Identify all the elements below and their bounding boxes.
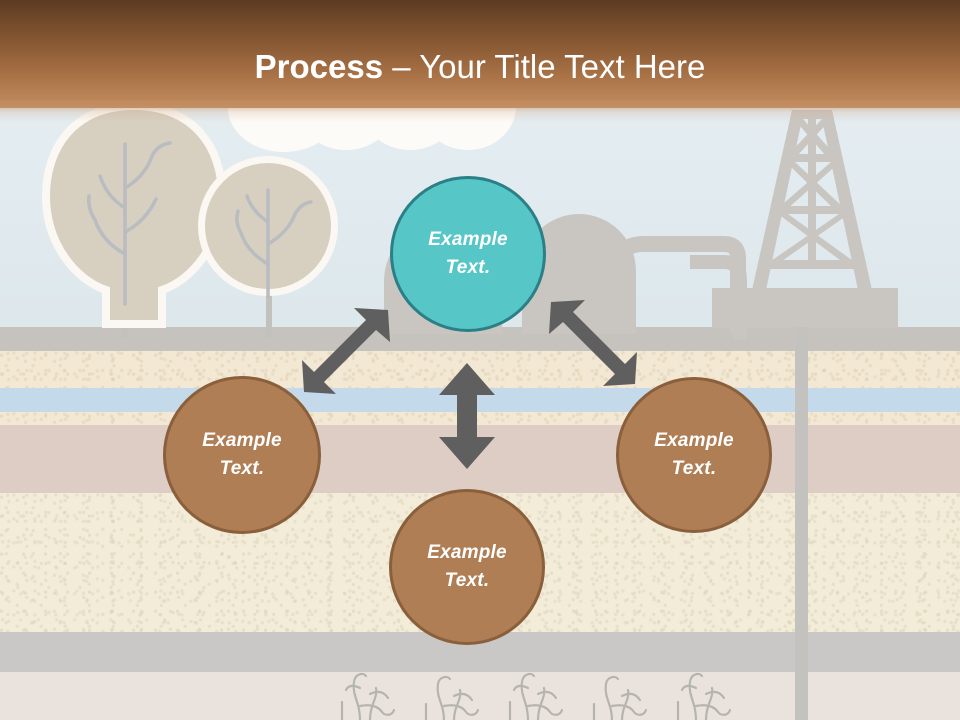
title-bar: [0, 0, 960, 108]
process-node-right[interactable]: Example Text.: [616, 377, 772, 533]
top-right-arrow[interactable]: [545, 300, 637, 386]
return-pipe: [690, 255, 747, 340]
top-left-arrow[interactable]: [302, 308, 394, 394]
page-title: Process – Your Title Text Here: [0, 50, 960, 83]
drill-pipe: [795, 327, 808, 720]
node-right-line2: Text.: [671, 458, 717, 479]
node-right-line1: Example: [654, 430, 734, 452]
node-bottom-line1: Example: [427, 542, 507, 564]
tree-left: [41, 101, 227, 328]
root-pattern: [340, 672, 732, 720]
top-bottom-arrow[interactable]: [437, 363, 497, 469]
process-node-left[interactable]: Example Text.: [163, 376, 321, 534]
connector-pipe: [612, 236, 746, 334]
page-title-bold: Process: [254, 48, 384, 85]
node-top-line1: Example: [428, 229, 508, 251]
node-left-line1: Example: [202, 430, 282, 452]
title-bar-fade: [0, 100, 960, 122]
node-top-line2: Text.: [445, 257, 491, 278]
node-bottom-line2: Text.: [444, 570, 490, 591]
tree-right-branches: [235, 188, 313, 298]
oil-derrick-icon: [752, 110, 872, 290]
derrick-base-platform: [712, 288, 898, 328]
process-node-bottom[interactable]: Example Text.: [389, 489, 545, 645]
node-left-line2: Text.: [219, 458, 265, 479]
tree-right-trunk: [266, 266, 272, 338]
page-title-rest: – Your Title Text Here: [383, 48, 706, 85]
process-node-top[interactable]: Example Text.: [390, 176, 546, 332]
